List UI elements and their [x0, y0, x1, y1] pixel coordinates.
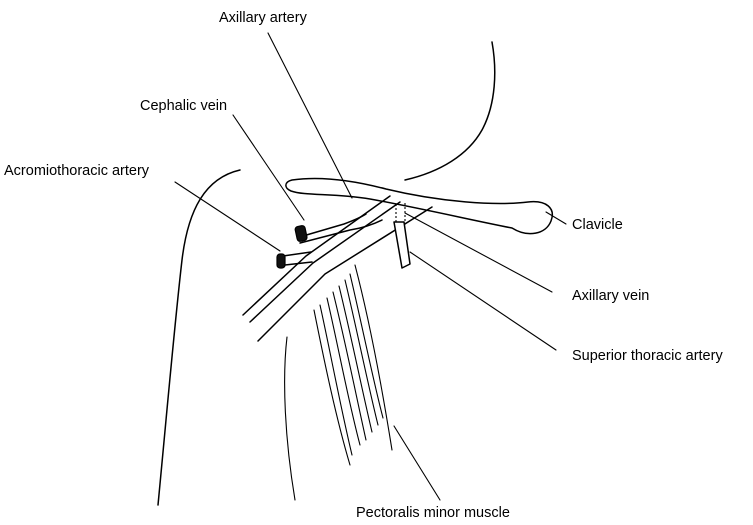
axillary-artery-lower-edge	[250, 202, 400, 322]
label-clavicle: Clavicle	[572, 217, 623, 233]
label-acromiothoracic-artery: Acromiothoracic artery	[4, 163, 150, 179]
axillary-artery	[243, 196, 390, 315]
inner-arm-outline	[285, 337, 295, 500]
axillary-vein	[258, 207, 432, 341]
leader-pectoralis-minor-muscle	[394, 426, 440, 500]
superior-thoracic-artery	[394, 222, 410, 268]
leader-superior-thoracic-artery	[410, 252, 556, 350]
pectoralis-minor-muscle	[314, 265, 392, 465]
leader-cephalic-vein	[233, 115, 304, 220]
shoulder-outline	[158, 170, 240, 505]
cephalic-vein-stump	[295, 225, 308, 242]
neck-outline	[405, 42, 495, 180]
label-axillary-artery: Axillary artery	[219, 10, 308, 26]
leader-acromiothoracic-artery	[175, 182, 280, 251]
acromiothoracic-artery-stump	[277, 254, 285, 268]
label-superior-thoracic-artery: Superior thoracic artery	[572, 348, 723, 364]
label-pectoralis-minor-muscle: Pectoralis minor muscle	[356, 505, 510, 521]
label-cephalic-vein: Cephalic vein	[140, 98, 227, 114]
clavicle	[286, 178, 552, 233]
label-axillary-vein: Axillary vein	[572, 288, 649, 304]
leader-axillary-artery	[268, 33, 352, 198]
